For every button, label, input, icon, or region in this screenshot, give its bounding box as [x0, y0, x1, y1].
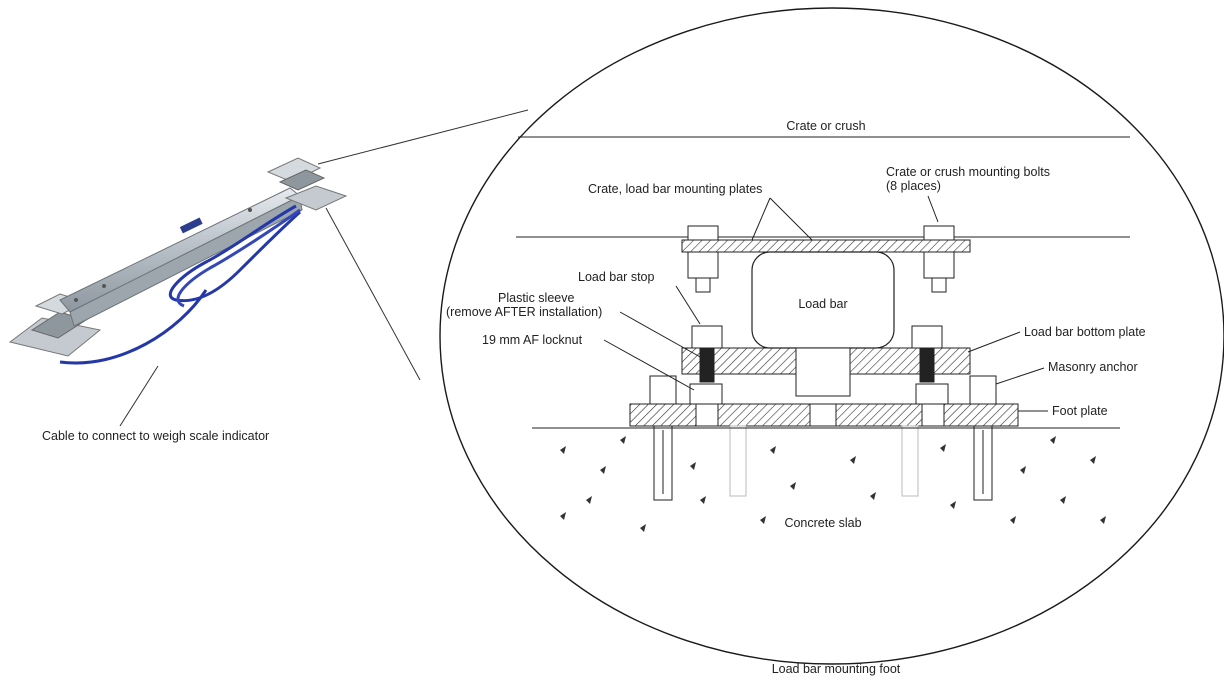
masonry-anchor-left: [649, 375, 677, 501]
top-bolt-right: [923, 225, 955, 293]
caption: Load bar mounting foot: [772, 662, 901, 676]
hidden-anchor: [901, 425, 919, 497]
locknut-stem-left: [695, 403, 719, 427]
load-bar-photo: [8, 157, 348, 427]
anchor-leader: [995, 367, 1045, 385]
zoom-line-bottom: [325, 207, 421, 381]
bar-hole: [248, 208, 252, 212]
right-foot-plate: [284, 185, 348, 211]
concrete-slab-label: Concrete slab: [784, 516, 861, 530]
bar-hole: [74, 298, 78, 302]
brand-label: [179, 217, 203, 234]
load-bar-foot-boss: [795, 347, 851, 397]
plastic-sleeve-label-2: (remove AFTER installation): [446, 305, 602, 319]
cable-coil: [168, 204, 302, 303]
foot-plate-label: Foot plate: [1052, 404, 1108, 418]
load-bar-label: Load bar: [798, 297, 847, 311]
plastic-sleeve-label-1: Plastic sleeve: [498, 291, 574, 305]
hidden-anchor: [729, 425, 747, 497]
zoom-line-top: [317, 109, 529, 165]
locknut-label: 19 mm AF locknut: [482, 333, 583, 347]
locknut-left: [689, 383, 723, 405]
load-bar-stop-left: [691, 325, 723, 383]
bolts-leader: [927, 195, 939, 223]
mounting-bolts-label-2: (8 places): [886, 179, 941, 193]
right-mount-block: [278, 169, 326, 191]
load-bar-stop-right: [911, 325, 943, 383]
top-bolt-left: [687, 225, 719, 293]
cable-coil: [176, 208, 301, 308]
locknut-stem-right: [921, 403, 945, 427]
cable-label: Cable to connect to weigh scale indicato…: [42, 429, 269, 443]
plates-leader-1: [751, 197, 771, 241]
locknut-leader: [603, 339, 695, 391]
masonry-anchor-right: [969, 375, 997, 501]
mounting-bolts-label-1: Crate or crush mounting bolts: [886, 165, 1050, 179]
crate-mounting-plate: [681, 239, 971, 253]
crate-mounting-plates-label: Crate, load bar mounting plates: [588, 182, 762, 196]
bar-hole: [102, 284, 106, 288]
concrete-texture: [560, 436, 1106, 532]
crate-label: Crate or crush: [786, 119, 865, 133]
bottom-plate-label: Load bar bottom plate: [1024, 325, 1146, 339]
load-bar-stop-label: Load bar stop: [578, 270, 654, 284]
stop-leader: [675, 285, 701, 325]
foot-plate-boss: [809, 403, 837, 427]
right-top-plate: [266, 157, 322, 183]
plates-leader-2: [769, 197, 813, 241]
sleeve-leader: [619, 311, 703, 359]
masonry-anchor-label: Masonry anchor: [1048, 360, 1138, 374]
cable-leader: [119, 365, 159, 427]
locknut-right: [915, 383, 949, 405]
cable: [59, 289, 208, 365]
bottom-plate-leader: [967, 331, 1021, 353]
bar-side: [69, 195, 303, 327]
